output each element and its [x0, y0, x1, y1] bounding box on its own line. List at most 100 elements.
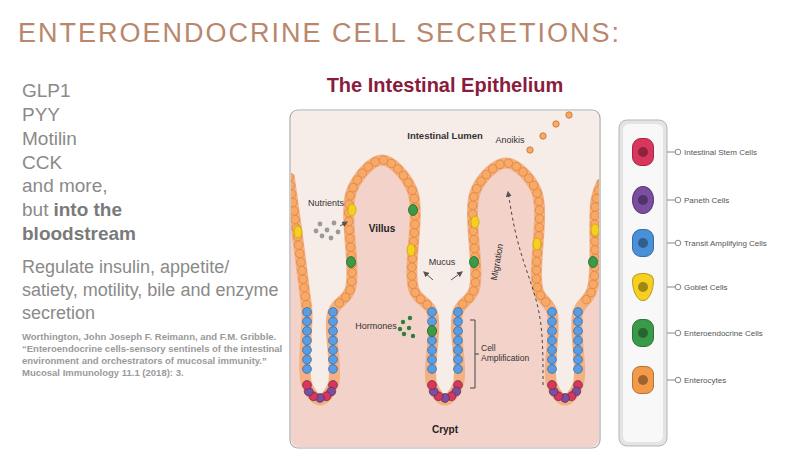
legend-swatch [632, 366, 654, 394]
enterocyte [496, 160, 505, 169]
enterocyte [533, 189, 542, 198]
enterocyte [590, 271, 599, 280]
enterocyte [408, 280, 417, 289]
enterocyte [410, 194, 419, 203]
enterocyte [532, 266, 541, 275]
enterocyte [470, 193, 479, 202]
region-label: Nutrients [308, 198, 344, 208]
transit-amplifying-cell [303, 327, 312, 336]
shed-cell [566, 112, 572, 118]
enterocyte [404, 178, 413, 187]
enterocyte [535, 206, 544, 215]
stem-cell [303, 381, 312, 390]
legend-label: Paneth Cells [684, 196, 729, 205]
legend-dot [675, 149, 681, 155]
transit-amplifying-cell [454, 346, 463, 355]
transit-amplifying-cell [329, 308, 338, 317]
enterocyte [346, 234, 355, 243]
enterocyte [472, 270, 481, 279]
enterocyte [471, 278, 480, 287]
transit-amplifying-cell [574, 365, 583, 374]
transit-amplifying-cell [428, 317, 437, 326]
transit-amplifying-cell [454, 336, 463, 345]
enterocyte [411, 220, 420, 229]
enterocyte [297, 258, 306, 267]
crypt-cells [303, 308, 583, 403]
legend-swatch [632, 186, 654, 214]
transit-amplifying-cell [574, 355, 583, 364]
enterocyte [345, 217, 354, 226]
transit-amplifying-cell [574, 336, 583, 345]
shed-cell [553, 121, 559, 127]
enterocyte [408, 272, 417, 281]
hormone-name: GLP1 [22, 80, 71, 102]
legend-inner [623, 124, 663, 442]
nutrient-dot [336, 230, 341, 235]
hormone-dot [411, 334, 415, 338]
lamina-propria [291, 160, 599, 447]
function-text: Regulate insulin, appetite/ satiety, mot… [22, 256, 284, 325]
cell-nucleus [638, 328, 648, 338]
cell-nucleus [638, 375, 648, 385]
enterocyte [371, 158, 380, 167]
enterocyte [408, 186, 417, 195]
transit-amplifying-cell [454, 317, 463, 326]
hormone-name: PYY [22, 104, 60, 126]
transit-amplifying-cell [428, 308, 437, 317]
enterocyte [469, 287, 478, 296]
legend-label: Enteroendocrine Cells [684, 329, 763, 338]
region-label: Anoikis [495, 135, 524, 145]
region-label: Mucus [429, 257, 456, 267]
transit-amplifying-cell [454, 327, 463, 336]
nutrient-dot [320, 234, 325, 239]
enterocyte [301, 292, 310, 301]
legend-panel [619, 120, 667, 446]
hormone-name: Motilin [22, 128, 77, 150]
enteroendocrine-cell [347, 257, 356, 268]
enterocyte-cells [291, 156, 599, 309]
citation: Worthington, John Joseph F. Reimann, and… [22, 331, 284, 379]
enterocyte [347, 277, 356, 286]
transit-amplifying-cell [303, 346, 312, 355]
shed-cell [527, 147, 533, 153]
panel-frame [290, 110, 600, 448]
region-label: Intestinal Lumen [407, 130, 482, 141]
enterocyte [591, 246, 599, 255]
legend-label: Intestinal Stem Cells [684, 148, 757, 157]
enterocyte [591, 237, 599, 246]
nutrient-dot [314, 229, 319, 234]
hormone-name: CCK [22, 152, 62, 174]
legend-label: Goblet Cells [684, 283, 728, 292]
nutrient-dot [329, 236, 334, 241]
cell-nucleus [638, 238, 648, 248]
region-label: Villus [369, 223, 396, 234]
legend-dot [675, 377, 681, 383]
enterocyte [535, 197, 544, 206]
transit-amplifying-cell [548, 346, 557, 355]
transit-amplifying-cell [574, 346, 583, 355]
enteroendocrine-cell [589, 257, 598, 268]
transit-amplifying-cell [574, 308, 583, 317]
hormone-dot [408, 316, 412, 320]
transit-amplifying-cell [303, 317, 312, 326]
enterocyte [529, 181, 538, 190]
transit-amplifying-cell [303, 308, 312, 317]
nutrient-dot [332, 221, 337, 226]
enterocyte [533, 283, 542, 292]
legend-leader [667, 200, 675, 201]
enterocyte [346, 191, 355, 200]
enterocyte [300, 283, 309, 292]
enterocyte [468, 201, 477, 210]
region-label: Crypt [432, 424, 458, 435]
hormone-dot [407, 326, 411, 330]
legend-dot [675, 240, 681, 246]
enterocyte [291, 215, 300, 224]
transit-amplifying-cell [454, 355, 463, 364]
nutrient-arrow [340, 222, 347, 226]
mucus-arrow [451, 272, 462, 280]
transit-amplifying-cell [329, 327, 338, 336]
transit-amplifying-cell [574, 327, 583, 336]
nutrient-dot [318, 222, 323, 227]
mucus-arrow [424, 272, 433, 280]
transit-amplifying-cell [548, 308, 557, 317]
